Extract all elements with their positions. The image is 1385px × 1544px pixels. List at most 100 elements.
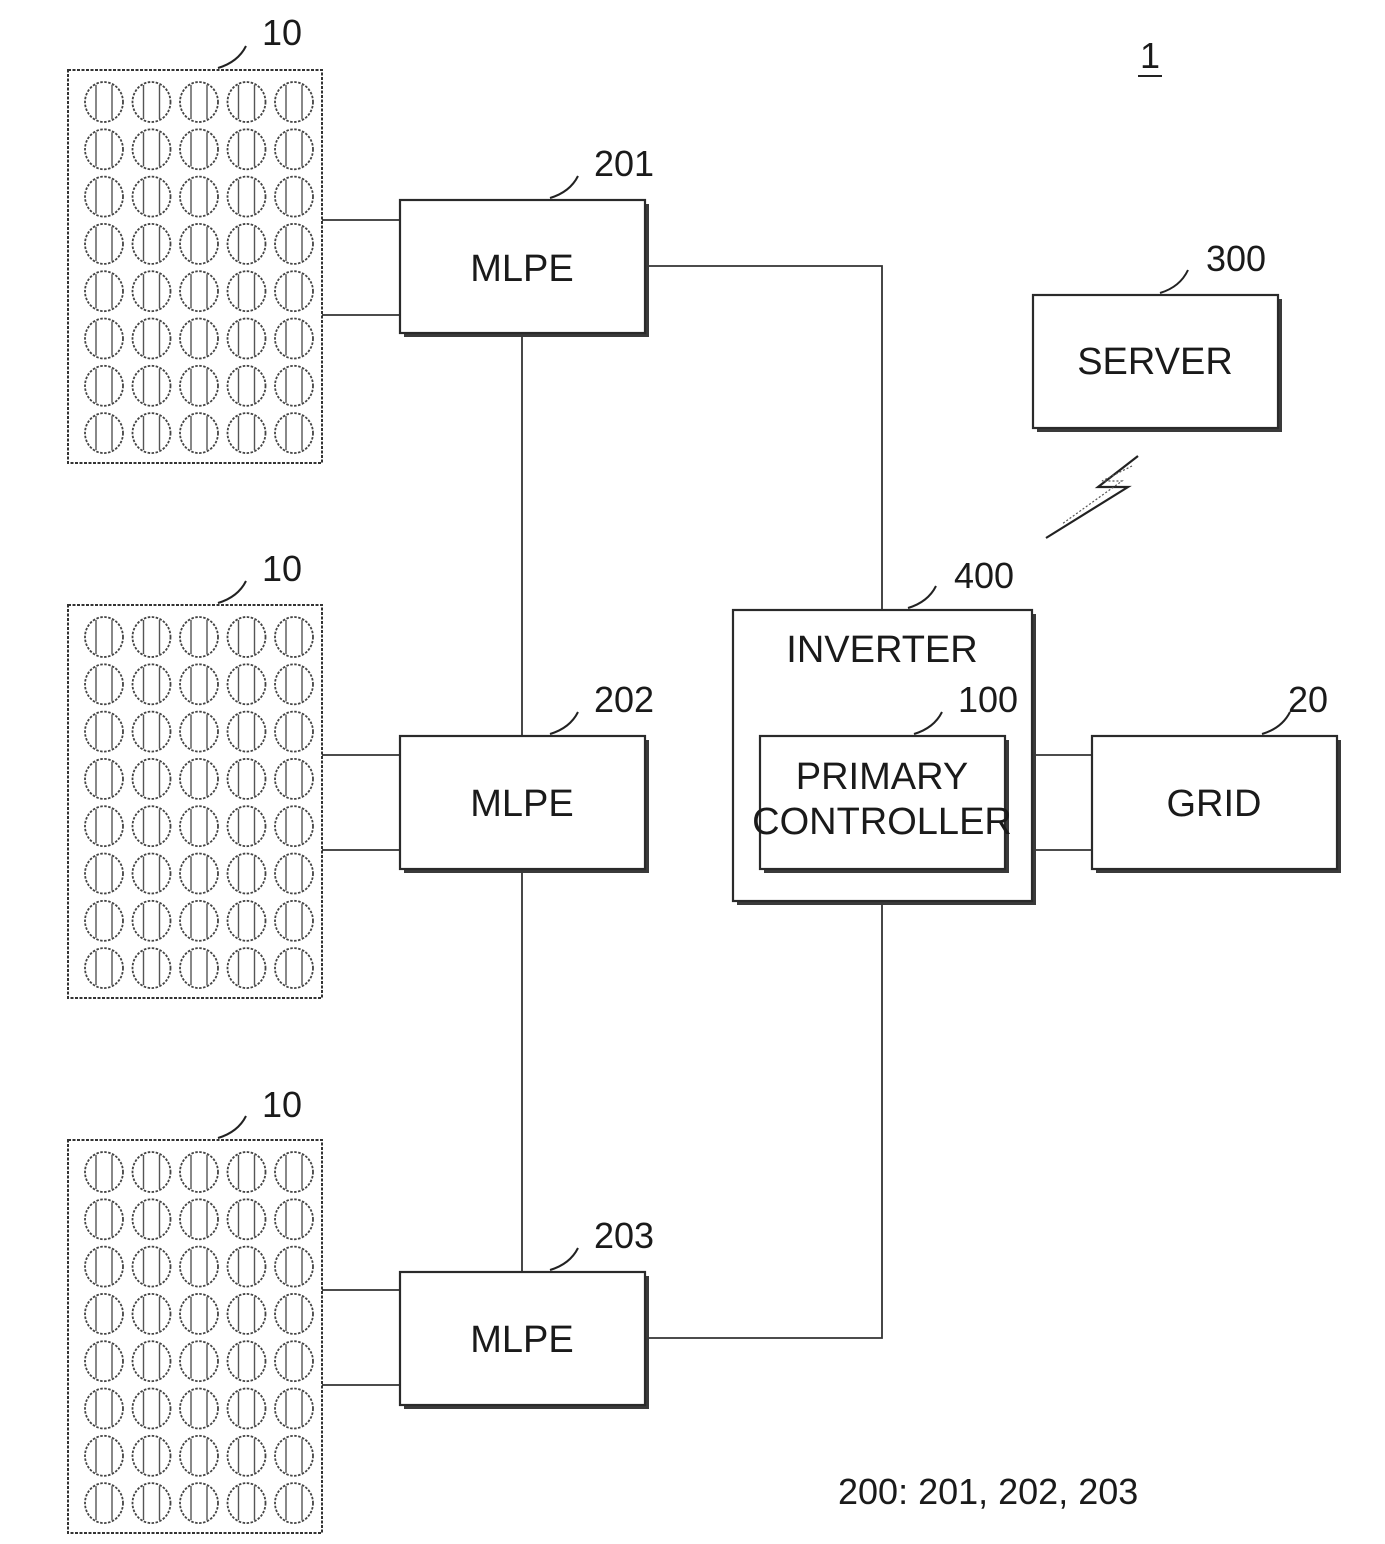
inverter-label: INVERTER <box>786 629 977 671</box>
solar-cell <box>133 1436 171 1476</box>
mlpe-label: MLPE <box>470 783 573 825</box>
mlpe-203: MLPE 203 <box>400 1215 654 1409</box>
solar-cell <box>85 1341 123 1381</box>
solar-cell <box>85 271 123 311</box>
grid-label: GRID <box>1167 783 1262 825</box>
solar-cell <box>275 366 313 406</box>
solar-cell <box>228 319 266 359</box>
solar-cell <box>85 1152 123 1192</box>
solar-cell <box>180 82 218 122</box>
mlpe-label: MLPE <box>470 248 573 290</box>
reference-legend: 200: 201, 202, 203 <box>838 1471 1138 1512</box>
leader-line <box>550 1248 578 1270</box>
mlpe-201: MLPE 201 <box>400 143 654 337</box>
solar-cell <box>275 1389 313 1429</box>
solar-cell <box>275 271 313 311</box>
solar-cell <box>133 319 171 359</box>
solar-cell <box>85 759 123 799</box>
solar-cell <box>180 664 218 704</box>
solar-cell <box>275 759 313 799</box>
mlpe-ref-label: 203 <box>594 1215 654 1256</box>
controller-ref-label: 100 <box>958 679 1018 720</box>
solar-cell <box>275 854 313 894</box>
leader-line <box>218 581 246 603</box>
solar-cell <box>85 82 123 122</box>
solar-cell <box>275 177 313 217</box>
solar-cell <box>228 1436 266 1476</box>
solar-cell <box>85 1389 123 1429</box>
solar-cell <box>228 1341 266 1381</box>
solar-cell <box>133 759 171 799</box>
wire-inverter-mlpe203 <box>647 903 882 1338</box>
solar-cell <box>133 129 171 169</box>
solar-cell <box>85 1483 123 1523</box>
solar-cell <box>228 901 266 941</box>
solar-cell <box>180 1436 218 1476</box>
solar-cell <box>133 1247 171 1287</box>
wire-mlpe201-inverter <box>647 266 882 610</box>
controller-label-line1: PRIMARY <box>796 756 968 798</box>
leader-line <box>908 586 936 608</box>
solar-cell <box>133 617 171 657</box>
solar-cell <box>228 712 266 752</box>
solar-cell <box>85 1294 123 1334</box>
solar-cell <box>228 617 266 657</box>
solar-panel-3 <box>68 1140 322 1533</box>
solar-cell <box>228 759 266 799</box>
solar-cell <box>85 854 123 894</box>
panel-ref-2: 10 <box>218 548 302 603</box>
system-ref-label: 1 <box>1140 35 1160 76</box>
solar-cell <box>133 1483 171 1523</box>
inverter-ref-label: 400 <box>954 555 1014 596</box>
solar-cell <box>133 712 171 752</box>
solar-cell <box>180 224 218 264</box>
solar-cell <box>228 177 266 217</box>
solar-cell <box>180 1389 218 1429</box>
solar-cell <box>275 664 313 704</box>
solar-cell <box>180 1152 218 1192</box>
system-ref: 1 <box>1138 35 1162 76</box>
server-block: SERVER 300 <box>1033 238 1282 432</box>
solar-cell <box>133 901 171 941</box>
leader-line <box>1262 712 1290 734</box>
solar-cell <box>85 1436 123 1476</box>
solar-cell <box>133 664 171 704</box>
solar-cell <box>85 319 123 359</box>
solar-cell <box>85 177 123 217</box>
solar-cell <box>275 413 313 453</box>
leader-line <box>550 712 578 734</box>
solar-cell <box>85 806 123 846</box>
solar-cell <box>275 1436 313 1476</box>
solar-cell <box>275 1199 313 1239</box>
solar-cell <box>133 1341 171 1381</box>
server-label: SERVER <box>1077 341 1233 383</box>
mlpe-ref-label: 201 <box>594 143 654 184</box>
solar-cell <box>180 129 218 169</box>
solar-cell <box>228 1247 266 1287</box>
inverter-block: INVERTER 400 PRIMARY CONTROLLER 100 <box>733 555 1036 905</box>
solar-cell <box>180 1294 218 1334</box>
panel-ref-label: 10 <box>262 548 302 589</box>
solar-cell <box>133 1389 171 1429</box>
solar-cell <box>275 224 313 264</box>
solar-cell <box>275 806 313 846</box>
solar-cell <box>133 271 171 311</box>
solar-cell <box>85 901 123 941</box>
leader-line <box>1160 270 1188 293</box>
solar-cell <box>85 413 123 453</box>
solar-cell <box>85 1247 123 1287</box>
grid-block: GRID 20 <box>1092 679 1341 873</box>
solar-cell <box>180 319 218 359</box>
solar-cell <box>85 948 123 988</box>
solar-cell <box>228 271 266 311</box>
solar-cell <box>275 617 313 657</box>
solar-cell <box>275 1483 313 1523</box>
solar-cell <box>275 319 313 359</box>
solar-cell <box>180 366 218 406</box>
solar-cell <box>180 177 218 217</box>
solar-cell <box>85 129 123 169</box>
panel-ref-label: 10 <box>262 12 302 53</box>
solar-panel-2 <box>68 605 322 998</box>
solar-cell <box>275 1341 313 1381</box>
